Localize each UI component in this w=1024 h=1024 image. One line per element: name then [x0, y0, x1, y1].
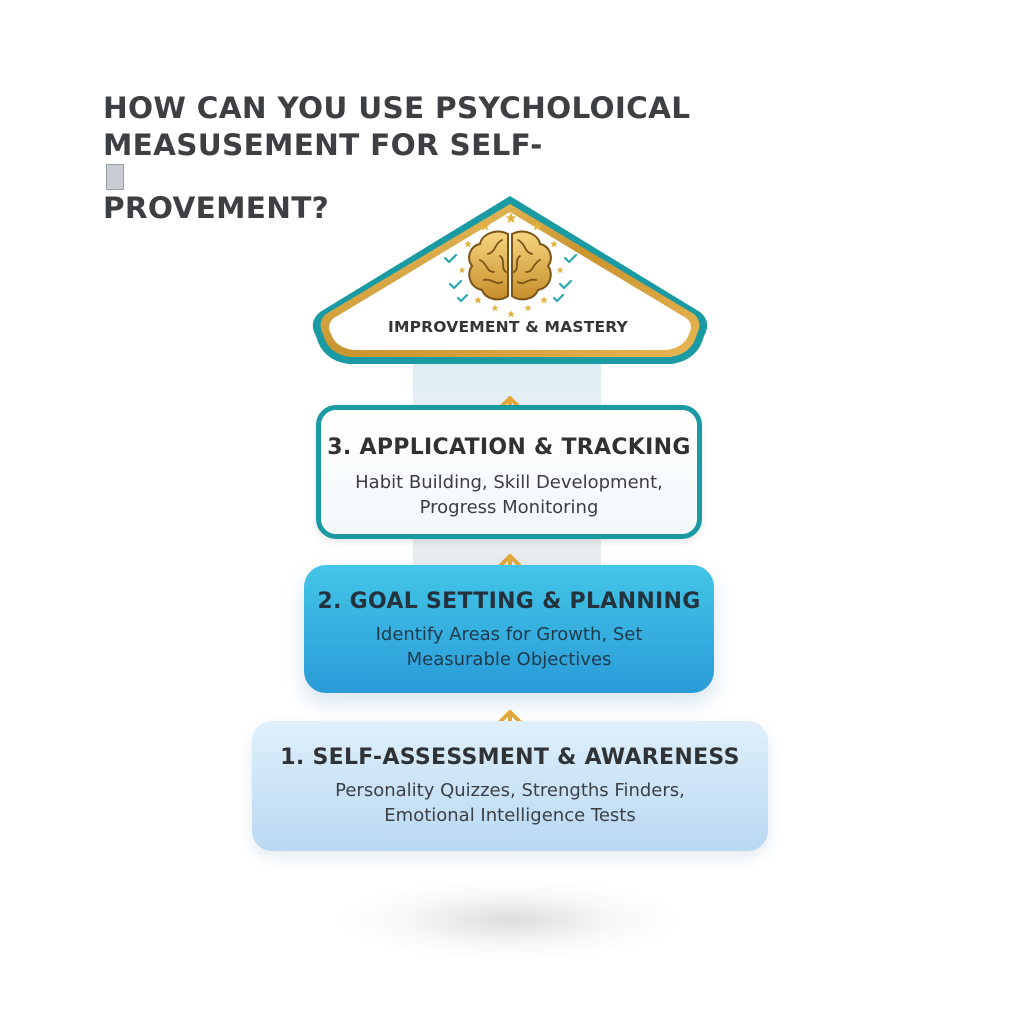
step-title: 3. APPLICATION & TRACKING: [327, 435, 691, 460]
step-description: Identify Areas for Growth, Set Measurabl…: [304, 622, 714, 672]
star-icon: [505, 212, 517, 224]
star-icon: [550, 240, 558, 248]
check-icon: [456, 293, 469, 303]
star-icon: [474, 296, 482, 304]
star-icon: [507, 310, 515, 318]
step-description-line: Progress Monitoring: [419, 497, 599, 518]
star-icon: [532, 221, 542, 231]
star-icons: [458, 212, 564, 318]
check-icon: [552, 293, 565, 303]
check-icons: [443, 253, 578, 303]
star-icon: [556, 266, 564, 274]
step-description: Personality Quizzes, Strengths Finders, …: [252, 778, 768, 828]
star-icon: [524, 304, 532, 312]
star-icon: [480, 221, 490, 231]
peak-pentagon: [312, 196, 708, 364]
check-icon: [443, 253, 458, 264]
floor-shadow: [340, 880, 680, 960]
star-icon: [540, 296, 548, 304]
step-goal-setting-planning: 2. GOAL SETTING & PLANNING Identify Area…: [304, 565, 714, 693]
step-description-line: Emotional Intelligence Tests: [384, 805, 636, 826]
check-icon: [558, 279, 573, 290]
check-icon: [563, 253, 578, 264]
star-icon: [491, 304, 499, 312]
title-line-1: HOW CAN YOU USE PSYCHOLOICAL: [103, 91, 691, 125]
star-icon: [458, 266, 466, 274]
step-description-line: Identify Areas for Growth, Set: [375, 624, 643, 645]
step-description-line: Habit Building, Skill Development,: [355, 472, 663, 493]
title-line-2-start: MEASUSEMENT FOR SELF-: [103, 128, 543, 162]
title-line-2: MEASUSEMENT FOR SELF- PROVEMENT?: [103, 127, 690, 227]
peak-inner-panel: [329, 212, 691, 350]
step-self-assessment-awareness: 1. SELF-ASSESSMENT & AWARENESS Personali…: [252, 721, 768, 851]
step-description: Habit Building, Skill Development, Progr…: [321, 470, 697, 520]
peak-label: IMPROVEMENT & MASTERY: [388, 318, 628, 336]
broken-glyph-icon: [106, 164, 124, 190]
step-title: 2. GOAL SETTING & PLANNING: [317, 589, 701, 614]
step-description-line: Personality Quizzes, Strengths Finders,: [335, 780, 685, 801]
step-description-line: Measurable Objectives: [406, 649, 612, 670]
check-icon: [448, 279, 463, 290]
step-application-tracking: 3. APPLICATION & TRACKING Habit Building…: [316, 405, 702, 539]
brain-icon: [468, 230, 552, 301]
star-icon: [464, 240, 472, 248]
page-title: HOW CAN YOU USE PSYCHOLOICAL MEASUSEMENT…: [103, 90, 690, 227]
title-line-2-end: PROVEMENT?: [103, 191, 330, 225]
step-title: 1. SELF-ASSESSMENT & AWARENESS: [280, 745, 740, 770]
